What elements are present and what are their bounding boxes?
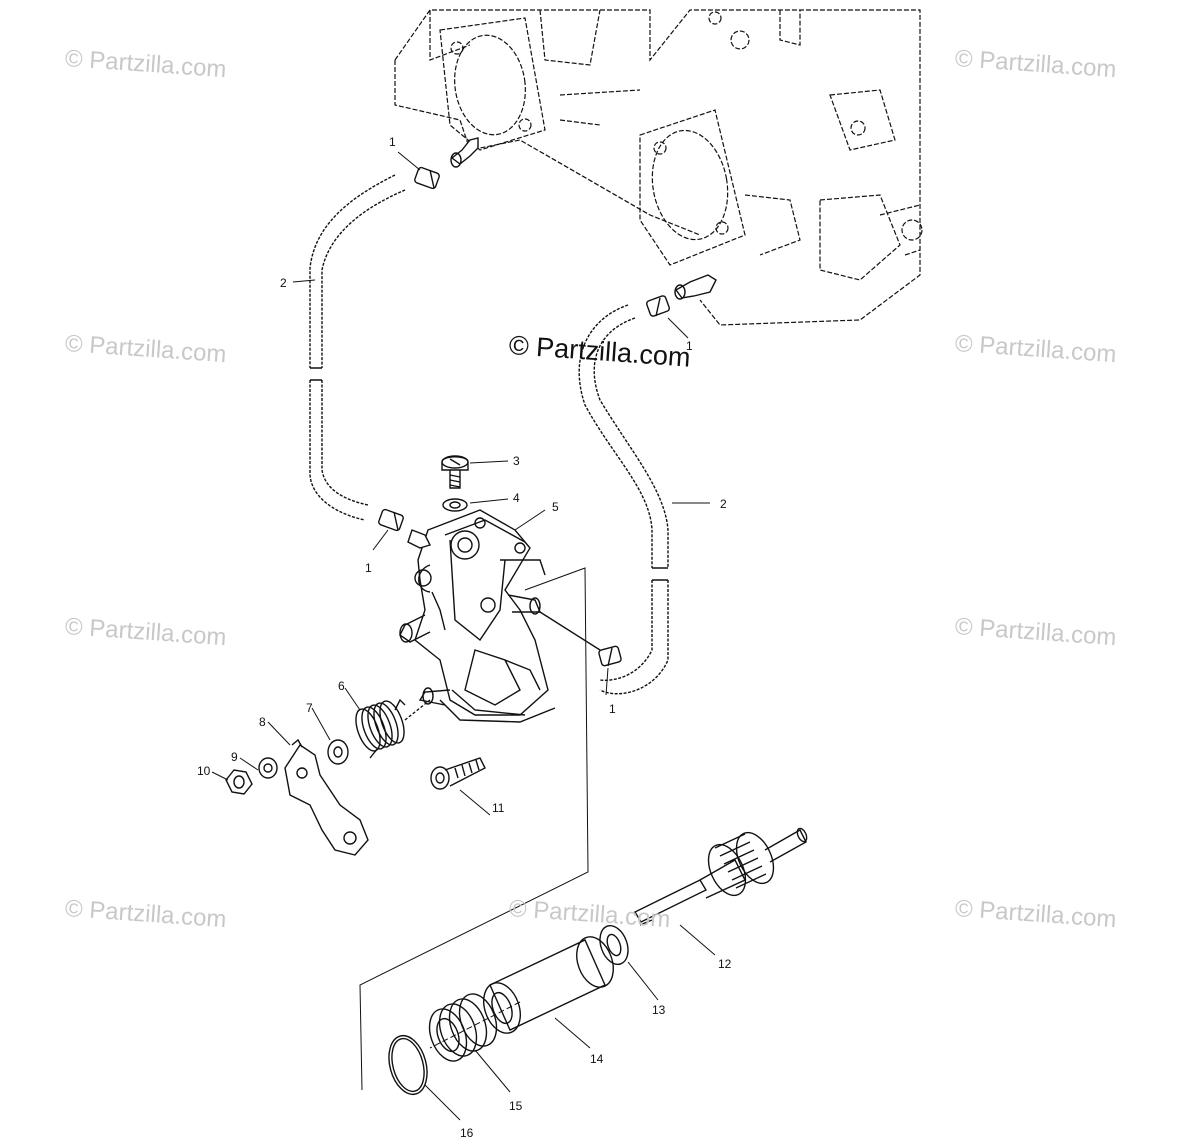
callout-label: 1 — [389, 135, 396, 149]
flat-washer — [327, 739, 349, 765]
hose-clamp — [414, 166, 440, 190]
assembly-line — [429, 1001, 521, 1049]
callout-label: 1 — [365, 561, 372, 575]
hose-clamp — [646, 295, 670, 317]
bleed-screw — [441, 455, 469, 489]
hose-break — [652, 567, 668, 581]
cylinder-block — [394, 9, 923, 326]
oil-hose-left — [309, 174, 406, 521]
callout-label: 14 — [590, 1052, 604, 1066]
callout-label: 2 — [280, 276, 287, 290]
oil-pump-body — [399, 509, 556, 723]
callout-label: 15 — [509, 1099, 523, 1113]
callout-label: 7 — [306, 701, 313, 715]
leader-line — [539, 611, 601, 651]
bushing — [483, 936, 614, 1034]
callout-label: 4 — [513, 491, 520, 505]
hose-clamp — [378, 508, 404, 532]
oil-hose-right — [578, 304, 669, 695]
callout-label: 13 — [652, 1003, 666, 1017]
drive-gear-shaft — [634, 827, 808, 926]
hex-nut — [225, 769, 253, 795]
callout-label: 2 — [720, 497, 727, 511]
subassembly-reference-box — [359, 567, 589, 1091]
snap-ring — [388, 1034, 428, 1096]
return-spring — [355, 698, 406, 759]
pump-nipple-left — [407, 529, 431, 549]
pump-lever — [284, 738, 369, 856]
callout-label: 6 — [338, 679, 345, 693]
callout-label: 16 — [460, 1126, 474, 1140]
callout-label: 1 — [609, 702, 616, 716]
hose-clamp — [598, 645, 622, 667]
oil-seal — [428, 993, 498, 1062]
hose-break — [310, 367, 322, 381]
sealing-washer — [442, 498, 468, 512]
assembly-line — [404, 699, 431, 721]
callout-label: 9 — [231, 750, 238, 764]
block-nipple-right — [674, 274, 717, 300]
block-nipple-left — [450, 137, 479, 168]
callout-label: 11 — [492, 801, 505, 815]
callout-label: 3 — [513, 454, 520, 468]
mounting-bolt — [430, 757, 486, 790]
callout-leaders — [211, 151, 716, 1121]
callout-label: 10 — [197, 764, 211, 778]
lock-washer — [258, 757, 278, 779]
thrust-washer — [599, 924, 629, 966]
callout-label: 12 — [718, 957, 732, 971]
callout-label: 1 — [686, 339, 693, 353]
callout-label: 5 — [552, 500, 559, 514]
callout-label: 8 — [259, 715, 266, 729]
